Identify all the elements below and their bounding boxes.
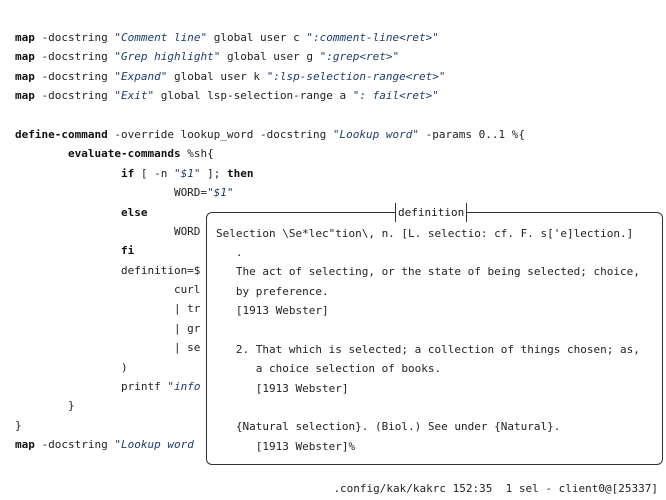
code-token: }: [15, 418, 22, 432]
code-token: | tr: [15, 302, 201, 316]
code-token: %sh{: [180, 147, 214, 161]
code-token: [15, 167, 121, 180]
status-line: .config/kak/kakrc 152:35 1 sel - client0…: [333, 479, 658, 498]
code-line[interactable]: define-command -override lookup_word -do…: [15, 125, 525, 144]
editor-buffer[interactable]: map -docstring "Comment line" global use…: [15, 28, 525, 455]
popup-line: 2. That which is selected; a collection …: [216, 342, 640, 356]
keyword-token: else: [120, 205, 148, 219]
status-file: .config/kak/kakrc: [333, 482, 447, 495]
code-line[interactable]: if [ -n "$1" ]; then: [15, 164, 525, 183]
status-client: - client0@[25337]: [545, 482, 658, 495]
popup-line: [1913 Webster]: [216, 304, 329, 318]
code-token: definition=$: [15, 263, 201, 277]
code-line[interactable]: evaluate-commands %sh{: [15, 144, 525, 163]
code-token: -docstring: [34, 89, 115, 103]
keyword-token: fi: [120, 244, 135, 258]
code-token: | gr: [15, 321, 201, 335]
popup-line: .: [216, 245, 243, 259]
code-line[interactable]: else: [15, 203, 525, 222]
string-token: ":comment-line<ret>": [306, 31, 439, 44]
status-selection-count: 1 sel: [505, 482, 539, 495]
code-token: | se: [15, 341, 201, 355]
code-line[interactable]: printf "info: [15, 377, 525, 396]
keyword-token: then: [226, 166, 254, 180]
code-line[interactable]: map -docstring "Grep highlight" global u…: [15, 47, 525, 66]
popup-title: definition: [395, 203, 468, 222]
code-line[interactable]: | se: [15, 338, 525, 357]
code-token: global user c: [207, 31, 307, 44]
string-token: "Comment line": [114, 31, 208, 44]
code-token: WORD: [15, 224, 201, 238]
code-token: -docstring: [34, 438, 115, 452]
code-line[interactable]: map -docstring "Exit" global lsp-selecti…: [15, 86, 525, 105]
keyword-token: map: [15, 50, 35, 64]
popup-line: Selection \Se*lec"tion\, n. [L. selectio…: [216, 226, 634, 240]
string-token: "Lookup word": [332, 127, 419, 141]
keyword-token: if: [120, 166, 135, 180]
code-token: [ -n: [134, 166, 174, 180]
code-token: -docstring: [34, 31, 115, 44]
code-line[interactable]: | tr: [15, 299, 525, 318]
code-line[interactable]: map -docstring "Expand" global user k ":…: [15, 67, 525, 86]
code-token: [15, 147, 68, 160]
code-token: printf: [15, 380, 168, 394]
code-token: ): [15, 360, 128, 374]
code-token: global lsp-selection-range a: [154, 89, 353, 103]
popup-line: [216, 398, 640, 417]
code-line[interactable]: [15, 106, 525, 125]
code-line[interactable]: WORD="$1": [15, 183, 525, 202]
string-token: "info: [167, 380, 201, 394]
definition-info-popup: definition Selection \Se*lec"tion\, n. […: [206, 203, 663, 465]
code-token: -docstring: [34, 50, 115, 64]
code-token: global user k: [167, 69, 267, 83]
popup-body: Selection \Se*lec"tion\, n. [L. selectio…: [216, 224, 640, 457]
popup-line: a choice selection of books.: [216, 362, 442, 376]
code-token: global user g: [220, 50, 320, 64]
keyword-token: map: [15, 438, 35, 452]
popup-line: The act of selecting, or the state of be…: [216, 265, 640, 279]
code-line[interactable]: }: [15, 416, 525, 435]
string-token: ":lsp-selection-range<ret>": [266, 69, 446, 83]
code-token: [15, 244, 121, 257]
code-token: WORD=: [15, 186, 208, 200]
string-token: "Grep highlight": [114, 50, 221, 64]
string-token: "$1": [207, 186, 234, 200]
code-token: curl: [15, 283, 201, 297]
popup-line: [216, 320, 640, 339]
code-line[interactable]: ): [15, 358, 525, 377]
keyword-token: map: [15, 89, 35, 103]
code-line[interactable]: curl: [15, 280, 525, 299]
code-token: -override lookup_word -docstring: [107, 127, 333, 141]
code-token: -params 0..1 %{: [418, 127, 525, 141]
code-line[interactable]: fi: [15, 241, 525, 260]
status-cursor-position: 152:35: [452, 482, 493, 495]
popup-line: [1913 Webster]: [216, 381, 349, 395]
string-token: ":grep<ret>": [319, 50, 400, 64]
string-token: "Lookup word: [114, 438, 194, 452]
string-token: "Expand": [114, 69, 168, 83]
keyword-token: map: [15, 31, 35, 44]
popup-line: by preference.: [216, 284, 329, 298]
code-line[interactable]: map -docstring "Lookup word: [15, 435, 525, 454]
keyword-token: define-command: [15, 127, 108, 141]
code-line[interactable]: WORD: [15, 222, 525, 241]
code-token: [15, 206, 121, 219]
code-token: }: [15, 399, 75, 413]
string-token: "Exit": [114, 89, 155, 103]
string-token: ": fail<ret>": [352, 89, 439, 103]
code-token: -docstring: [34, 69, 115, 83]
code-line[interactable]: | gr: [15, 319, 525, 338]
popup-line: {Natural selection}. (Biol.) See under {…: [216, 420, 561, 434]
code-token: ];: [200, 166, 227, 180]
string-token: "$1": [173, 166, 201, 180]
code-line[interactable]: }: [15, 396, 525, 415]
popup-line: [1913 Webster]%: [216, 439, 356, 453]
code-line[interactable]: definition=$: [15, 261, 525, 280]
keyword-token: evaluate-commands: [67, 147, 181, 161]
keyword-token: map: [15, 69, 35, 83]
code-line[interactable]: map -docstring "Comment line" global use…: [15, 28, 525, 47]
